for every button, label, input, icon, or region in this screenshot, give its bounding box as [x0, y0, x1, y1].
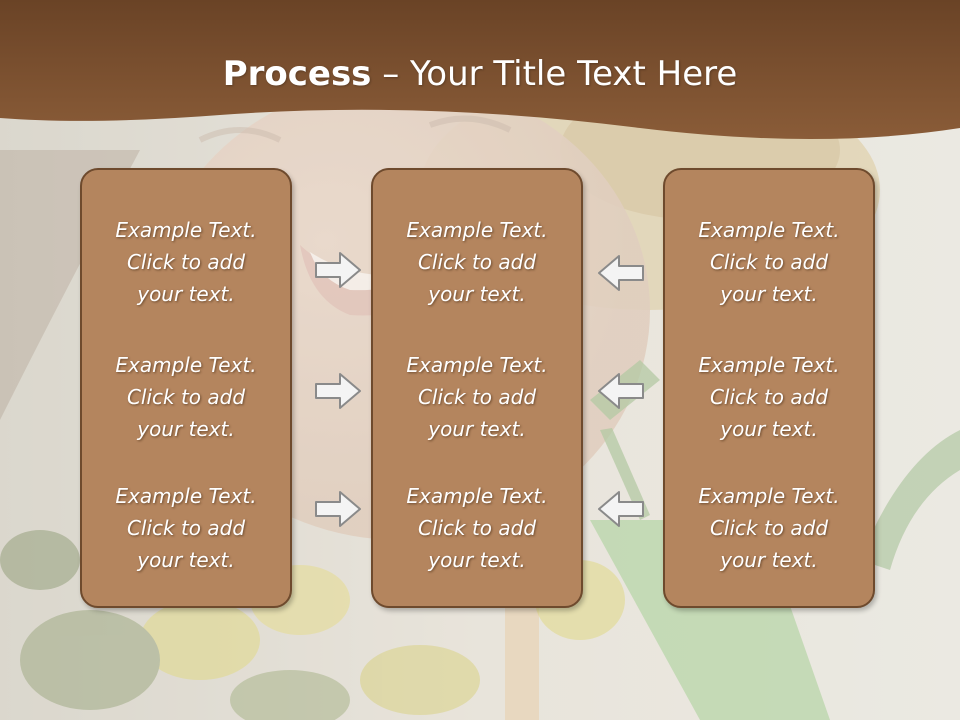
text-line: Example Text.: [406, 218, 548, 242]
text-line: Example Text.: [406, 484, 548, 508]
text-line: Example Text.: [115, 353, 257, 377]
right-arrow-icon: [315, 373, 361, 409]
text-line: your text.: [720, 282, 818, 306]
left-arrow-icon: [598, 491, 644, 527]
right-arrow-icon: [315, 491, 361, 527]
text-line: your text.: [428, 417, 526, 441]
text-line: Click to add: [709, 250, 829, 274]
text-item[interactable]: Example Text. Click to add your text.: [373, 480, 581, 576]
text-line: your text.: [720, 417, 818, 441]
text-item[interactable]: Example Text. Click to add your text.: [665, 214, 873, 310]
left-arrow-icon: [598, 255, 644, 291]
text-line: Click to add: [417, 385, 537, 409]
text-line: your text.: [137, 548, 235, 572]
text-line: Click to add: [417, 516, 537, 540]
text-item[interactable]: Example Text. Click to add your text.: [82, 480, 290, 576]
text-line: Example Text.: [115, 484, 257, 508]
text-item[interactable]: Example Text. Click to add your text.: [665, 480, 873, 576]
text-line: Click to add: [126, 250, 246, 274]
process-panel-left: Example Text. Click to add your text. Ex…: [80, 168, 292, 608]
text-item[interactable]: Example Text. Click to add your text.: [665, 349, 873, 445]
text-line: your text.: [137, 282, 235, 306]
right-arrow-icon: [315, 252, 361, 288]
process-panel-center: Example Text. Click to add your text. Ex…: [371, 168, 583, 608]
text-item[interactable]: Example Text. Click to add your text.: [82, 214, 290, 310]
text-line: your text.: [428, 548, 526, 572]
left-arrow-icon: [598, 373, 644, 409]
text-line: Example Text.: [698, 218, 840, 242]
text-line: Click to add: [126, 385, 246, 409]
text-line: Click to add: [709, 516, 829, 540]
text-line: Example Text.: [115, 218, 257, 242]
title-rest: – Your Title Text Here: [371, 54, 738, 94]
text-line: Click to add: [126, 516, 246, 540]
title-bold: Process: [222, 54, 372, 94]
text-item[interactable]: Example Text. Click to add your text.: [82, 349, 290, 445]
text-line: your text.: [428, 282, 526, 306]
text-line: Example Text.: [406, 353, 548, 377]
header-band: [0, 0, 960, 139]
text-line: your text.: [137, 417, 235, 441]
process-panel-right: Example Text. Click to add your text. Ex…: [663, 168, 875, 608]
text-item[interactable]: Example Text. Click to add your text.: [373, 214, 581, 310]
text-line: your text.: [720, 548, 818, 572]
text-line: Example Text.: [698, 484, 840, 508]
text-line: Click to add: [709, 385, 829, 409]
slide-title: Process – Your Title Text Here: [0, 50, 960, 98]
text-line: Example Text.: [698, 353, 840, 377]
text-line: Click to add: [417, 250, 537, 274]
text-item[interactable]: Example Text. Click to add your text.: [373, 349, 581, 445]
